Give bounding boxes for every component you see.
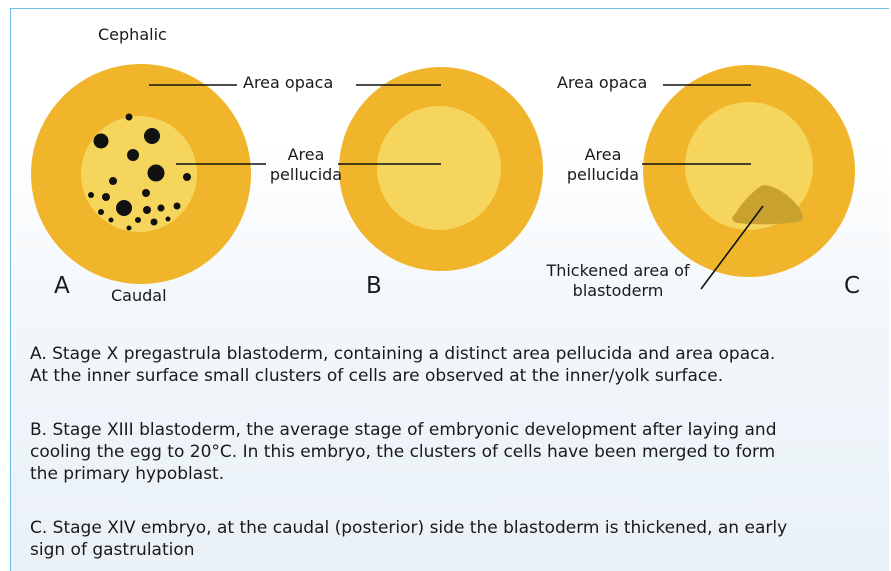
label-caudal: Caudal <box>111 286 167 306</box>
caption-c: C. Stage XIV embryo, at the caudal (post… <box>30 517 890 561</box>
embryo-b <box>339 67 543 271</box>
letter-a: A <box>54 273 70 299</box>
embryo-b-area-pellucida <box>377 106 501 230</box>
label-area-pellucida-ab-line2: pellucida <box>269 165 343 185</box>
label-area-pellucida-ab: Area pellucida <box>269 145 343 185</box>
label-area-pellucida-ab-line1: Area <box>269 145 343 165</box>
label-area-opaca-ab: Area opaca <box>243 73 333 93</box>
label-area-pellucida-c: Area pellucida <box>566 145 640 185</box>
label-area-pellucida-c-line1: Area <box>566 145 640 165</box>
caption-b-line3: the primary hypoblast. <box>30 463 890 485</box>
label-thickened-area: Thickened area of blastoderm <box>537 261 699 301</box>
caption-a-line2: At the inner surface small clusters of c… <box>30 365 890 387</box>
caption-b-line2: cooling the egg to 20°C. In this embryo,… <box>30 441 890 463</box>
caption-a: A. Stage X pregastrula blastoderm, conta… <box>30 343 890 387</box>
caption-c-line1: C. Stage XIV embryo, at the caudal (post… <box>30 517 890 539</box>
label-area-pellucida-c-line2: pellucida <box>566 165 640 185</box>
label-thickened-line1: Thickened area of <box>537 261 699 281</box>
label-thickened-line2: blastoderm <box>537 281 699 301</box>
letter-b: B <box>366 273 382 299</box>
embryo-c <box>643 65 855 277</box>
embryo-a-area-pellucida <box>81 116 197 232</box>
label-area-opaca-c: Area opaca <box>557 73 647 93</box>
embryo-diagram <box>11 9 890 329</box>
caption-b-line1: B. Stage XIII blastoderm, the average st… <box>30 419 890 441</box>
letter-c: C <box>844 273 860 299</box>
caption-a-line1: A. Stage X pregastrula blastoderm, conta… <box>30 343 890 365</box>
embryo-a <box>31 64 251 284</box>
caption-c-line2: sign of gastrulation <box>30 539 890 561</box>
caption-b: B. Stage XIII blastoderm, the average st… <box>30 419 890 485</box>
label-cephalic: Cephalic <box>98 25 167 45</box>
figure-panel: Cephalic Area opaca Area pellucida A Cau… <box>10 8 889 571</box>
